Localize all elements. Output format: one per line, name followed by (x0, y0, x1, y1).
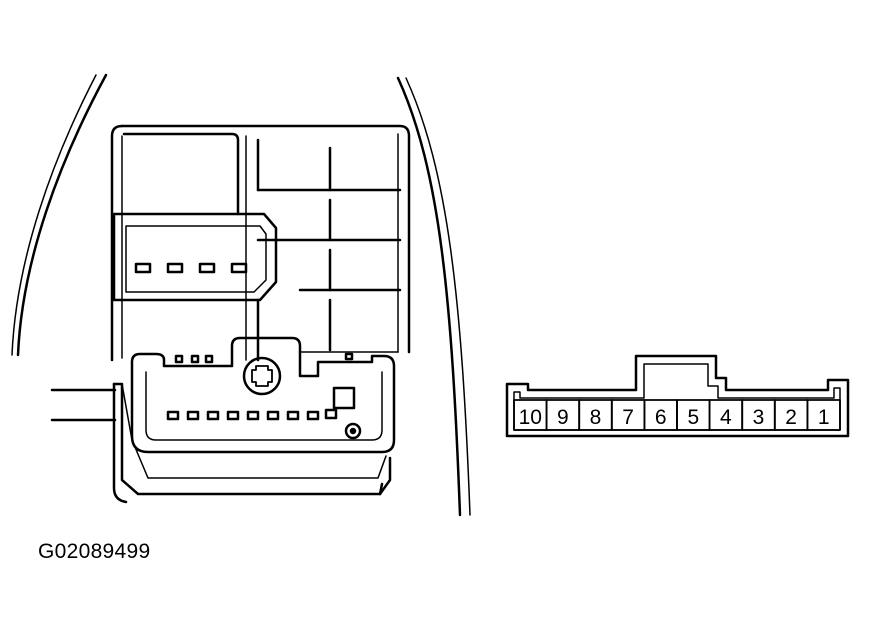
pin-label-5: 5 (687, 406, 699, 429)
pin-label-2: 2 (785, 406, 797, 429)
pin-label-7: 7 (622, 406, 634, 429)
main-connector-body (130, 336, 396, 454)
pin-label-4: 4 (720, 406, 732, 429)
pin-label-1: 1 (818, 406, 830, 429)
bracket (112, 382, 392, 504)
sub-connector (112, 212, 278, 302)
pin-cell-1 (806, 399, 841, 431)
junction-block (110, 124, 411, 362)
pin-label-9: 9 (557, 406, 569, 429)
harness-wires (50, 388, 117, 422)
figure-code: G02089499 (38, 540, 151, 563)
pin-label-6: 6 (655, 406, 667, 429)
pin-label-10: 10 (519, 406, 542, 429)
right-trim-panel (396, 76, 471, 517)
left-trim-panel (11, 73, 108, 357)
pin-label-3: 3 (753, 406, 765, 429)
pin-label-8: 8 (590, 406, 602, 429)
